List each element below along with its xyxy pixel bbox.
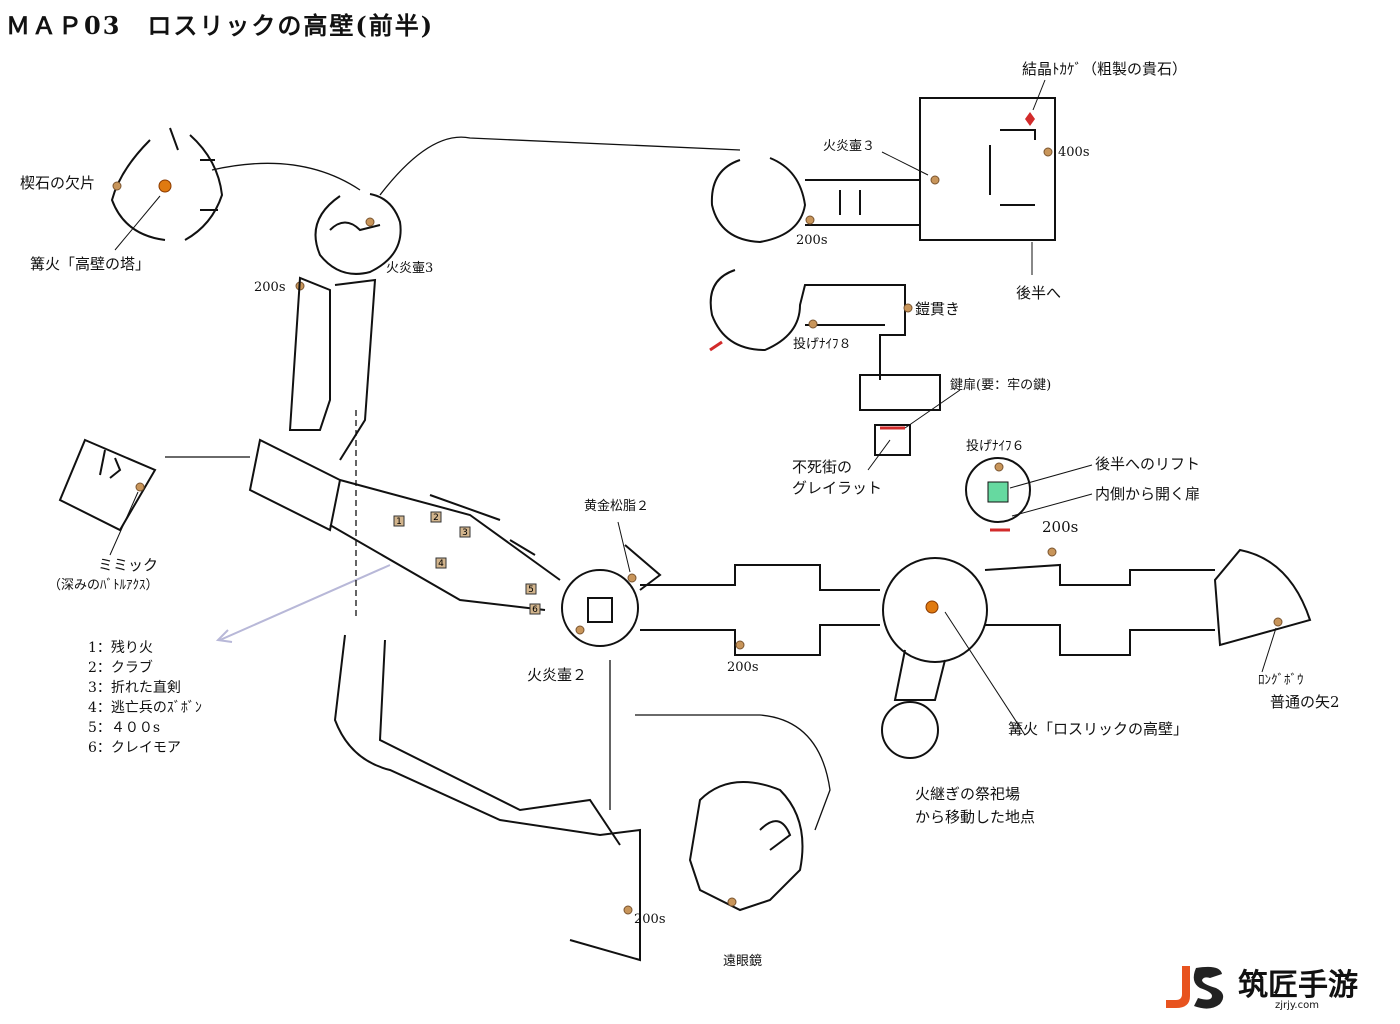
lift-icon[interactable] <box>987 481 1009 503</box>
watermark-logo <box>1166 966 1224 1009</box>
200s-b-item-icon[interactable] <box>623 905 633 915</box>
label-firebomb2: 火炎壷２ <box>527 666 588 684</box>
telescope-room <box>688 781 804 912</box>
throwing-knife8-item-icon[interactable] <box>808 319 818 329</box>
label-shrine-1: 火継ぎの祭祀場 <box>915 785 1021 803</box>
label-200s-a: 200s <box>254 280 286 295</box>
marker-3-label: 3 <box>462 528 468 538</box>
bonfire-tower-icon[interactable] <box>158 179 172 193</box>
arrow-tower-link <box>211 162 361 191</box>
crystal-lizard-icon[interactable] <box>1025 112 1035 126</box>
legend-item-2: 2：クラブ <box>88 660 153 676</box>
label-to-second-half: 後半へ <box>1016 284 1062 302</box>
legend-pointer-head <box>215 629 233 643</box>
marker-5[interactable] <box>525 583 537 595</box>
round-room-top <box>314 193 402 275</box>
marker-1-label: 1 <box>396 517 402 527</box>
gold-resin-item-icon[interactable] <box>627 573 637 583</box>
label-shrine-2: から移動した地点 <box>915 808 1036 826</box>
marker-4-label: 4 <box>438 559 444 569</box>
label-undead-greyrat-1: 不死街の <box>792 458 853 476</box>
telescope-item-icon[interactable] <box>727 897 737 907</box>
arrow-top-link <box>379 136 741 196</box>
label-bonfire-tower: 篝火「高壁の塔」 <box>30 255 151 273</box>
legend-item-1: 1：残り火 <box>88 640 153 656</box>
label-longbow-2: 普通の矢2 <box>1270 693 1340 711</box>
200s-d-item-icon[interactable] <box>805 215 815 225</box>
200s-c-item-icon[interactable] <box>735 640 745 650</box>
marker-5-label: 5 <box>528 585 534 595</box>
corridor-north <box>288 276 377 461</box>
round-room-east <box>881 557 988 759</box>
diagonal-corridor <box>248 438 561 611</box>
legend: 1：残り火 2：クラブ 3：折れた直剣 4：逃亡兵のｽﾞﾎﾞﾝ 5：４００s 6… <box>88 638 202 758</box>
watermark-url: zjrjy.com <box>1275 1000 1319 1011</box>
lift-room <box>965 457 1031 523</box>
numbered-markers: 1 2 3 4 5 6 <box>393 511 541 615</box>
mimic-room <box>58 438 157 532</box>
room-armor-piercer <box>709 269 941 456</box>
legend-item-5: 5：４００s <box>88 720 161 736</box>
label-firebomb3-top: 火炎壷3 <box>386 261 434 276</box>
firebomb3-right-item-icon[interactable] <box>930 175 940 185</box>
label-gold-resin: 黄金松脂２ <box>584 499 650 514</box>
marker-1[interactable] <box>393 515 405 527</box>
label-telescope: 遠眼鏡 <box>723 954 763 969</box>
round-room-northeast <box>710 97 1056 244</box>
corridor-east <box>640 564 880 656</box>
marker-2-label: 2 <box>433 513 439 523</box>
label-200s-d: 200s <box>796 233 828 248</box>
firebomb3-item-icon[interactable] <box>365 217 375 227</box>
label-undead-greyrat-2: グレイラット <box>792 479 883 497</box>
label-keystone: 楔石の欠片 <box>20 174 96 192</box>
legend-pointer-arrow <box>219 564 391 641</box>
label-throwing-knife8: 投げﾅｲﾌ８ <box>793 337 852 352</box>
marker-6-label: 6 <box>532 605 538 615</box>
mimic-icon[interactable] <box>135 482 145 492</box>
label-bonfire-wall: 篝火「ロスリックの高壁」 <box>1008 720 1189 738</box>
label-lift: 後半へのリフト <box>1095 455 1201 473</box>
label-mimic: ミミック <box>98 556 159 574</box>
label-200s-c: 200s <box>727 660 759 675</box>
label-crystal-lizard: 結晶ﾄｶｹﾞ（粗製の貴石） <box>1022 60 1188 78</box>
label-longbow-1: ﾛﾝｸﾞﾎﾞｳ <box>1258 673 1304 688</box>
legend-item-4: 4：逃亡兵のｽﾞﾎﾞﾝ <box>88 700 202 716</box>
armor-piercer-item-icon[interactable] <box>903 303 913 313</box>
label-firebomb3-right: 火炎壷３ <box>823 139 876 154</box>
corridor-south <box>333 634 641 962</box>
marker-6[interactable] <box>529 603 541 615</box>
label-mimic-sub: （深みのﾊﾞﾄﾙｱｸｽ） <box>48 578 159 593</box>
label-200s-e: 200s <box>1042 518 1079 536</box>
label-inner-door: 内側から開く扉 <box>1095 485 1201 503</box>
label-throwing-knife6: 投げﾅｲﾌ６ <box>966 439 1025 454</box>
corridor-far-east <box>984 548 1312 656</box>
marker-2[interactable] <box>430 511 442 523</box>
legend-item-6: 6：クレイモア <box>88 740 181 756</box>
keystone-item-icon[interactable] <box>112 181 122 191</box>
bonfire-wall-icon[interactable] <box>925 600 939 614</box>
tower-room <box>110 127 224 241</box>
label-400s: 400s <box>1058 145 1090 160</box>
red-door-left-icon[interactable] <box>709 340 723 352</box>
legend-item-3: 3：折れた直剣 <box>88 680 181 696</box>
firebomb2-item-icon[interactable] <box>575 625 585 635</box>
marker-4[interactable] <box>435 557 447 569</box>
marker-3[interactable] <box>459 526 471 538</box>
map-title: ＭＡＰ03 ロスリックの高壁(前半) <box>6 11 435 40</box>
label-armor-piercer: 鎧貫き <box>915 300 961 318</box>
arrow-telescope-link <box>635 714 831 831</box>
200s-e-item-icon[interactable] <box>1047 547 1057 557</box>
label-200s-b: 200s <box>634 912 666 927</box>
400s-item-icon[interactable] <box>1043 147 1053 157</box>
throwing-knife6-item-icon[interactable] <box>994 462 1004 472</box>
longbow-item-icon[interactable] <box>1273 617 1283 627</box>
watermark-name: 筑匠手游 <box>1238 968 1358 1003</box>
label-key-door: 鍵扉(要：牢の鍵) <box>950 378 1052 393</box>
